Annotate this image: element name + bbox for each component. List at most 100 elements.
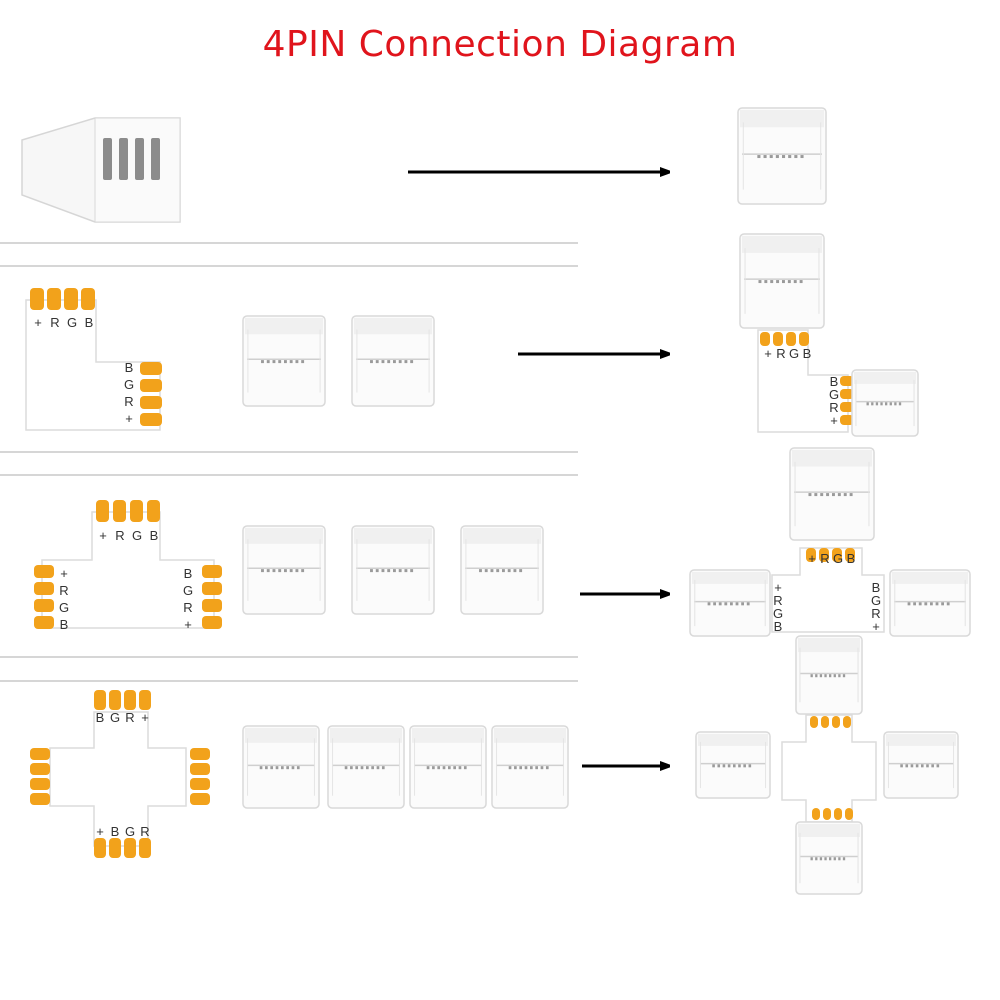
clip-contact <box>722 764 726 768</box>
clip-contact <box>393 569 396 573</box>
clip-contact <box>295 360 299 364</box>
clip-contact <box>819 857 823 861</box>
clip-contact <box>829 857 832 861</box>
clip-contact <box>819 674 823 678</box>
pin-label: G <box>789 346 799 361</box>
clip-top-edge <box>792 450 872 467</box>
pin-label: R <box>125 710 134 725</box>
clip-contact <box>769 155 773 159</box>
solder-pad <box>96 500 109 522</box>
solder-pad <box>845 548 855 562</box>
clip-contact <box>833 857 836 861</box>
solder-pad <box>30 748 50 760</box>
clip-contact <box>479 569 482 573</box>
clip-contact <box>918 602 922 606</box>
clip-contact <box>432 766 435 770</box>
clip-contact <box>490 569 494 573</box>
clip-contact <box>375 360 379 364</box>
pin-label: G <box>110 710 120 725</box>
solder-pad <box>845 808 853 820</box>
solder-pad <box>760 332 770 346</box>
pin-label: R <box>140 824 149 839</box>
clip-contact <box>350 766 353 770</box>
pin-label: B <box>111 824 120 839</box>
solder-pad <box>64 288 78 310</box>
pin-label: B <box>60 617 69 632</box>
clip-connector <box>695 731 771 799</box>
pin-label: R <box>829 400 838 415</box>
clip-contact <box>885 402 888 406</box>
solder-pad <box>810 716 818 728</box>
clip-contact <box>875 402 879 406</box>
clip-contact <box>931 764 934 768</box>
solder-pad <box>202 616 222 629</box>
clip-contact <box>540 766 544 770</box>
solder-pad <box>140 413 162 426</box>
clip-contact <box>266 360 270 364</box>
clip-contact <box>727 764 731 768</box>
clip-contact <box>837 493 841 497</box>
solder-pad <box>202 565 222 578</box>
clip-contact <box>921 764 924 768</box>
clip-contact <box>815 674 818 678</box>
solder-pad <box>124 838 136 858</box>
clip-contact <box>458 766 462 770</box>
clip-contact <box>820 493 824 497</box>
clip-connector <box>491 725 569 809</box>
clip-contact <box>741 602 744 606</box>
solder-pad <box>821 716 829 728</box>
solder-pad <box>30 778 50 790</box>
clip-contact <box>907 602 911 606</box>
clip-contact <box>398 569 402 573</box>
solder-pad <box>34 582 54 595</box>
clip-contact <box>524 766 528 770</box>
row-dividers <box>0 242 578 682</box>
clip-connector <box>689 569 771 637</box>
solder-pad <box>94 690 106 710</box>
clip-contact <box>880 402 883 406</box>
solder-pad <box>840 376 854 386</box>
solder-pad <box>113 500 126 522</box>
clip-contact <box>301 569 305 573</box>
clip-contact <box>535 766 538 770</box>
pin-label: B <box>774 619 783 634</box>
clip-top-edge <box>798 638 860 653</box>
clip-contact <box>502 569 505 573</box>
clip-contact <box>782 280 785 284</box>
clip-contact <box>366 766 369 770</box>
clip-contact <box>889 402 892 406</box>
clip-contact <box>787 280 791 284</box>
clip-contact <box>296 766 300 770</box>
clip-contact <box>894 402 897 406</box>
pin-label: + <box>141 710 149 725</box>
solder-pad <box>140 396 162 409</box>
clip-contact <box>381 360 385 364</box>
clip-connector <box>795 635 863 715</box>
solder-pad <box>94 838 106 858</box>
clip-contact <box>808 493 812 497</box>
solder-pad <box>819 548 829 562</box>
solder-pad <box>840 402 854 412</box>
pin-label: R <box>183 600 192 615</box>
solder-pad <box>124 690 136 710</box>
pin-label: B <box>125 360 134 375</box>
clip-contact <box>370 569 373 573</box>
clip-contact <box>381 569 385 573</box>
clip-contact <box>463 766 467 770</box>
clip-contact <box>898 402 902 406</box>
pin-label: + <box>34 315 42 330</box>
pin-label: R <box>871 606 880 621</box>
clip-connector <box>739 233 825 329</box>
solder-pad <box>190 763 210 775</box>
clip-contact <box>272 569 276 573</box>
clip-top-edge <box>798 824 860 837</box>
clip-connector <box>242 725 320 809</box>
clip-contact <box>301 360 305 364</box>
clip-contact <box>829 674 832 678</box>
clip-contact <box>371 766 374 770</box>
pin-label: + <box>830 413 838 428</box>
clip-contact <box>410 360 414 364</box>
solder-pad <box>832 716 840 728</box>
